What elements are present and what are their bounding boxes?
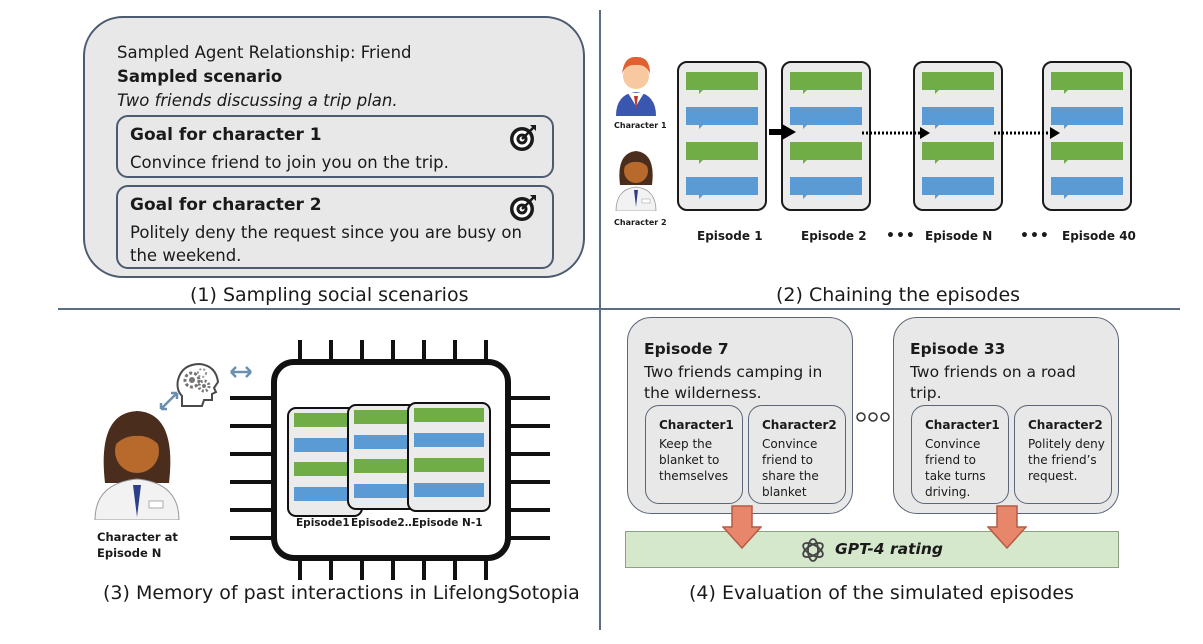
episode-label-n: Episode N: [925, 229, 993, 243]
double-arrow-icon: [230, 366, 252, 378]
goal-title-1: Goal for character 1: [130, 125, 322, 145]
caption-2: (2) Chaining the episodes: [776, 284, 1021, 306]
vertical-divider: [599, 10, 601, 630]
character-2-label: Character 2: [614, 218, 667, 227]
episode-card-b: Episode 33 Two friends on a road trip. C…: [893, 317, 1119, 514]
character2-title: Character2: [1028, 418, 1103, 432]
rating-bar: [625, 531, 1119, 568]
episode-label-2: Episode 2: [801, 229, 867, 243]
person-female-icon: [615, 151, 657, 211]
goal-card-2: Goal for character 2 Politely deny the r…: [116, 185, 554, 269]
target-icon: [510, 195, 536, 221]
horizontal-divider: [58, 308, 1180, 310]
character2-title: Character2: [762, 418, 837, 432]
target-icon: [510, 125, 536, 151]
caption-3: (3) Memory of past interactions in Lifel…: [103, 582, 580, 604]
episode-label-40: Episode 40: [1062, 229, 1136, 243]
down-arrow: [987, 505, 1027, 549]
episode-a-character2: Character2 Convince friend to share the …: [748, 405, 846, 504]
scenario-heading: Sampled scenario: [117, 67, 283, 86]
goal-text-2: Politely deny the request since you are …: [130, 223, 522, 265]
memory-episode-label-2: Episode2…: [351, 517, 416, 529]
character-at-label: Character at: [97, 530, 178, 544]
episode-a-character1: Character1 Keep the blanket to themselve…: [645, 405, 743, 504]
character-1-label: Character 1: [614, 121, 667, 130]
character2-goal: Convince friend to share the blanket: [762, 437, 819, 499]
caption-1: (1) Sampling social scenarios: [190, 284, 469, 306]
episode-b-character1: Character1 Convince friend to take turns…: [911, 405, 1009, 504]
gpt4-rating-label: GPT-4 rating: [835, 540, 943, 558]
openai-logo-icon: [802, 538, 824, 562]
scenario-text: Two friends discussing a trip plan.: [117, 91, 398, 110]
chat-bubbles: [686, 72, 1123, 199]
episode-a-desc: Two friends camping in the wilderness.: [644, 363, 823, 402]
episode-n-label: Episode N: [97, 546, 162, 560]
ellipsis-circles: [856, 412, 890, 422]
goal-card-1: Goal for character 1 Convince friend to …: [116, 115, 554, 178]
character2-goal: Politely deny the friend’s request.: [1028, 437, 1105, 483]
episode-b-title: Episode 33: [910, 340, 1006, 358]
character1-goal: Keep the blanket to themselves: [659, 437, 729, 483]
episode-label-1: Episode 1: [697, 229, 763, 243]
episode-a-title: Episode 7: [644, 340, 729, 358]
goal-text-1: Convince friend to join you on the trip.: [130, 153, 449, 172]
character1-goal: Convince friend to take turns driving.: [925, 437, 986, 499]
goal-title-2: Goal for character 2: [130, 195, 322, 215]
double-arrow-icon: [159, 391, 179, 411]
character1-title: Character1: [659, 418, 734, 432]
memory-episode-label-1: Episode1: [296, 517, 350, 529]
caption-4: (4) Evaluation of the simulated episodes: [689, 582, 1074, 604]
character1-title: Character1: [925, 418, 1000, 432]
episode-b-desc: Two friends on a road trip.: [910, 363, 1076, 402]
episode-b-character2: Character2 Politely deny the friend’s re…: [1014, 405, 1112, 504]
ellipsis-1: •••: [886, 228, 916, 244]
ellipsis-2: •••: [1020, 228, 1050, 244]
down-arrow: [722, 505, 762, 549]
relationship-text: Sampled Agent Relationship: Friend: [117, 43, 412, 62]
brain-gears-icon: [176, 362, 220, 407]
memory-chip: [230, 340, 550, 580]
episode-card-a: Episode 7 Two friends camping in the wil…: [627, 317, 853, 514]
memory-episode-label-n1: Episode N-1: [412, 517, 483, 529]
person-female-icon: [94, 411, 180, 520]
person-male-icon: [616, 56, 656, 116]
